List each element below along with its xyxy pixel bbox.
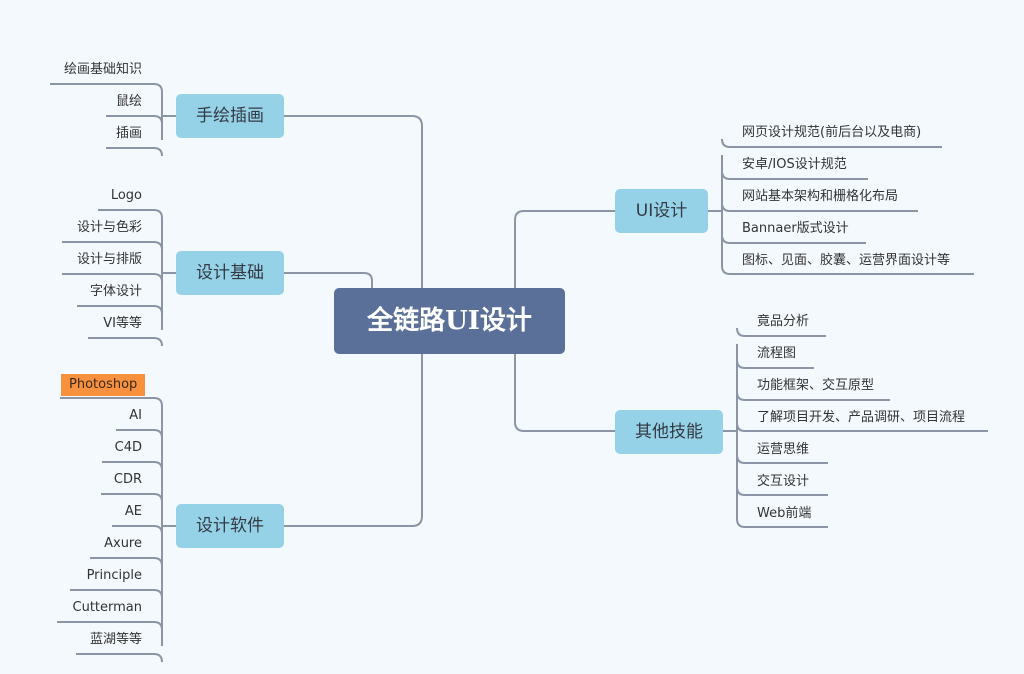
connector-design-software-leaf-8 (76, 653, 163, 663)
branch-design-software[interactable]: 设计软件 (176, 504, 284, 548)
leaf-axure[interactable]: Axure (104, 536, 142, 551)
connector-root-to-other-skills (514, 354, 615, 432)
leaf-cdr[interactable]: CDR (113, 472, 142, 487)
connector-design-software-leaf-2 (102, 461, 163, 471)
connector-design-basics-leaf-2 (62, 273, 163, 283)
leaf-project-dev-research[interactable]: 了解项目开发、产品调研、项目流程 (757, 410, 966, 425)
leaf-photoshop[interactable]: Photoshop (61, 374, 146, 396)
connector-hand-drawn-leaf-1 (106, 115, 163, 125)
connector-design-software-leaf-4 (112, 525, 163, 535)
connector-design-software-leaf-3 (101, 493, 163, 503)
leaf-ae[interactable]: AE (124, 504, 142, 519)
connector-ui-design-leaf-0 (721, 138, 942, 148)
leaf-icon-ops-ui-design[interactable]: 图标、见面、胶囊、运营界面设计等 (742, 253, 951, 268)
connector-root-to-design-basics (284, 272, 373, 288)
connector-design-software-leaf-5 (90, 557, 163, 567)
leaf-web-frontend[interactable]: Web前端 (757, 506, 812, 521)
connector-other-skills-leaf-0 (736, 327, 826, 337)
connector-other-skills-leaf-1 (736, 359, 814, 369)
connector-design-software-leaf-7 (57, 621, 163, 631)
root-topic[interactable]: 全链路UI设计 (334, 288, 565, 354)
leaf-operations-thinking[interactable]: 运营思维 (757, 442, 810, 457)
connector-design-basics-leaf-1 (62, 241, 163, 251)
leaf-font-design[interactable]: 字体设计 (89, 284, 142, 299)
connector-other-skills-leaf-6 (736, 518, 828, 528)
branch-ui-design[interactable]: UI设计 (615, 189, 708, 233)
leaf-design-and-layout[interactable]: 设计与排版 (76, 252, 142, 267)
connector-ui-design-leaf-1 (721, 170, 868, 180)
leaf-site-architecture-grid[interactable]: 网站基本架构和栅格化布局 (742, 189, 899, 204)
connector-other-skills-leaf-4 (736, 454, 828, 464)
connector-root-to-hand-drawn (284, 115, 423, 288)
connector-root-to-ui-design (514, 210, 615, 288)
connector-design-software-leaf-0 (60, 397, 163, 407)
branch-hand-drawn-illustration[interactable]: 手绘插画 (176, 94, 284, 138)
leaf-design-and-color[interactable]: 设计与色彩 (76, 220, 142, 235)
branch-other-skills[interactable]: 其他技能 (615, 410, 723, 454)
leaf-c4d[interactable]: C4D (114, 440, 142, 455)
connector-design-basics-leaf-4 (88, 337, 163, 347)
leaf-ai[interactable]: AI (129, 408, 142, 423)
leaf-vi[interactable]: VI等等 (103, 316, 142, 331)
connector-ui-design-leaf-2 (721, 202, 918, 212)
connector-ui-design-leaf-4 (721, 265, 974, 275)
connector-design-basics-leaf-0 (98, 209, 163, 219)
connector-other-skills-leaf-5 (736, 486, 828, 496)
connector-design-basics-leaf-3 (77, 305, 163, 315)
connector-hand-drawn-leaf-2 (106, 147, 163, 157)
connector-root-to-design-software (284, 354, 423, 527)
leaf-principle[interactable]: Principle (86, 568, 142, 583)
leaf-mouse-drawing[interactable]: 鼠绘 (115, 94, 142, 109)
connector-other-skills-leaf-3 (736, 422, 988, 432)
leaf-banner-layout[interactable]: Bannaer版式设计 (742, 221, 849, 236)
leaf-drawing-basics[interactable]: 绘画基础知识 (63, 62, 142, 77)
connector-other-skills-leaf-2 (736, 391, 890, 401)
connector-ui-design-leaf-3 (721, 234, 866, 244)
connector-design-software-leaf-6 (70, 589, 163, 599)
leaf-illustration[interactable]: 插画 (115, 126, 142, 141)
leaf-lanhu[interactable]: 蓝湖等等 (89, 632, 142, 647)
connector-design-software-leaf-1 (116, 429, 163, 439)
branch-design-basics[interactable]: 设计基础 (176, 251, 284, 295)
leaf-android-ios-spec[interactable]: 安卓/IOS设计规范 (742, 157, 847, 172)
leaf-competitor-analysis[interactable]: 竟品分析 (757, 314, 810, 329)
leaf-flowchart[interactable]: 流程图 (757, 346, 797, 361)
leaf-framework-prototype[interactable]: 功能框架、交互原型 (757, 378, 875, 393)
connector-hand-drawn-leaf-0 (50, 83, 163, 93)
leaf-web-design-spec[interactable]: 网页设计规范(前后台以及电商) (742, 125, 922, 140)
leaf-cutterman[interactable]: Cutterman (72, 600, 143, 615)
leaf-interaction-design[interactable]: 交互设计 (757, 474, 810, 489)
leaf-logo[interactable]: Logo (110, 188, 142, 203)
